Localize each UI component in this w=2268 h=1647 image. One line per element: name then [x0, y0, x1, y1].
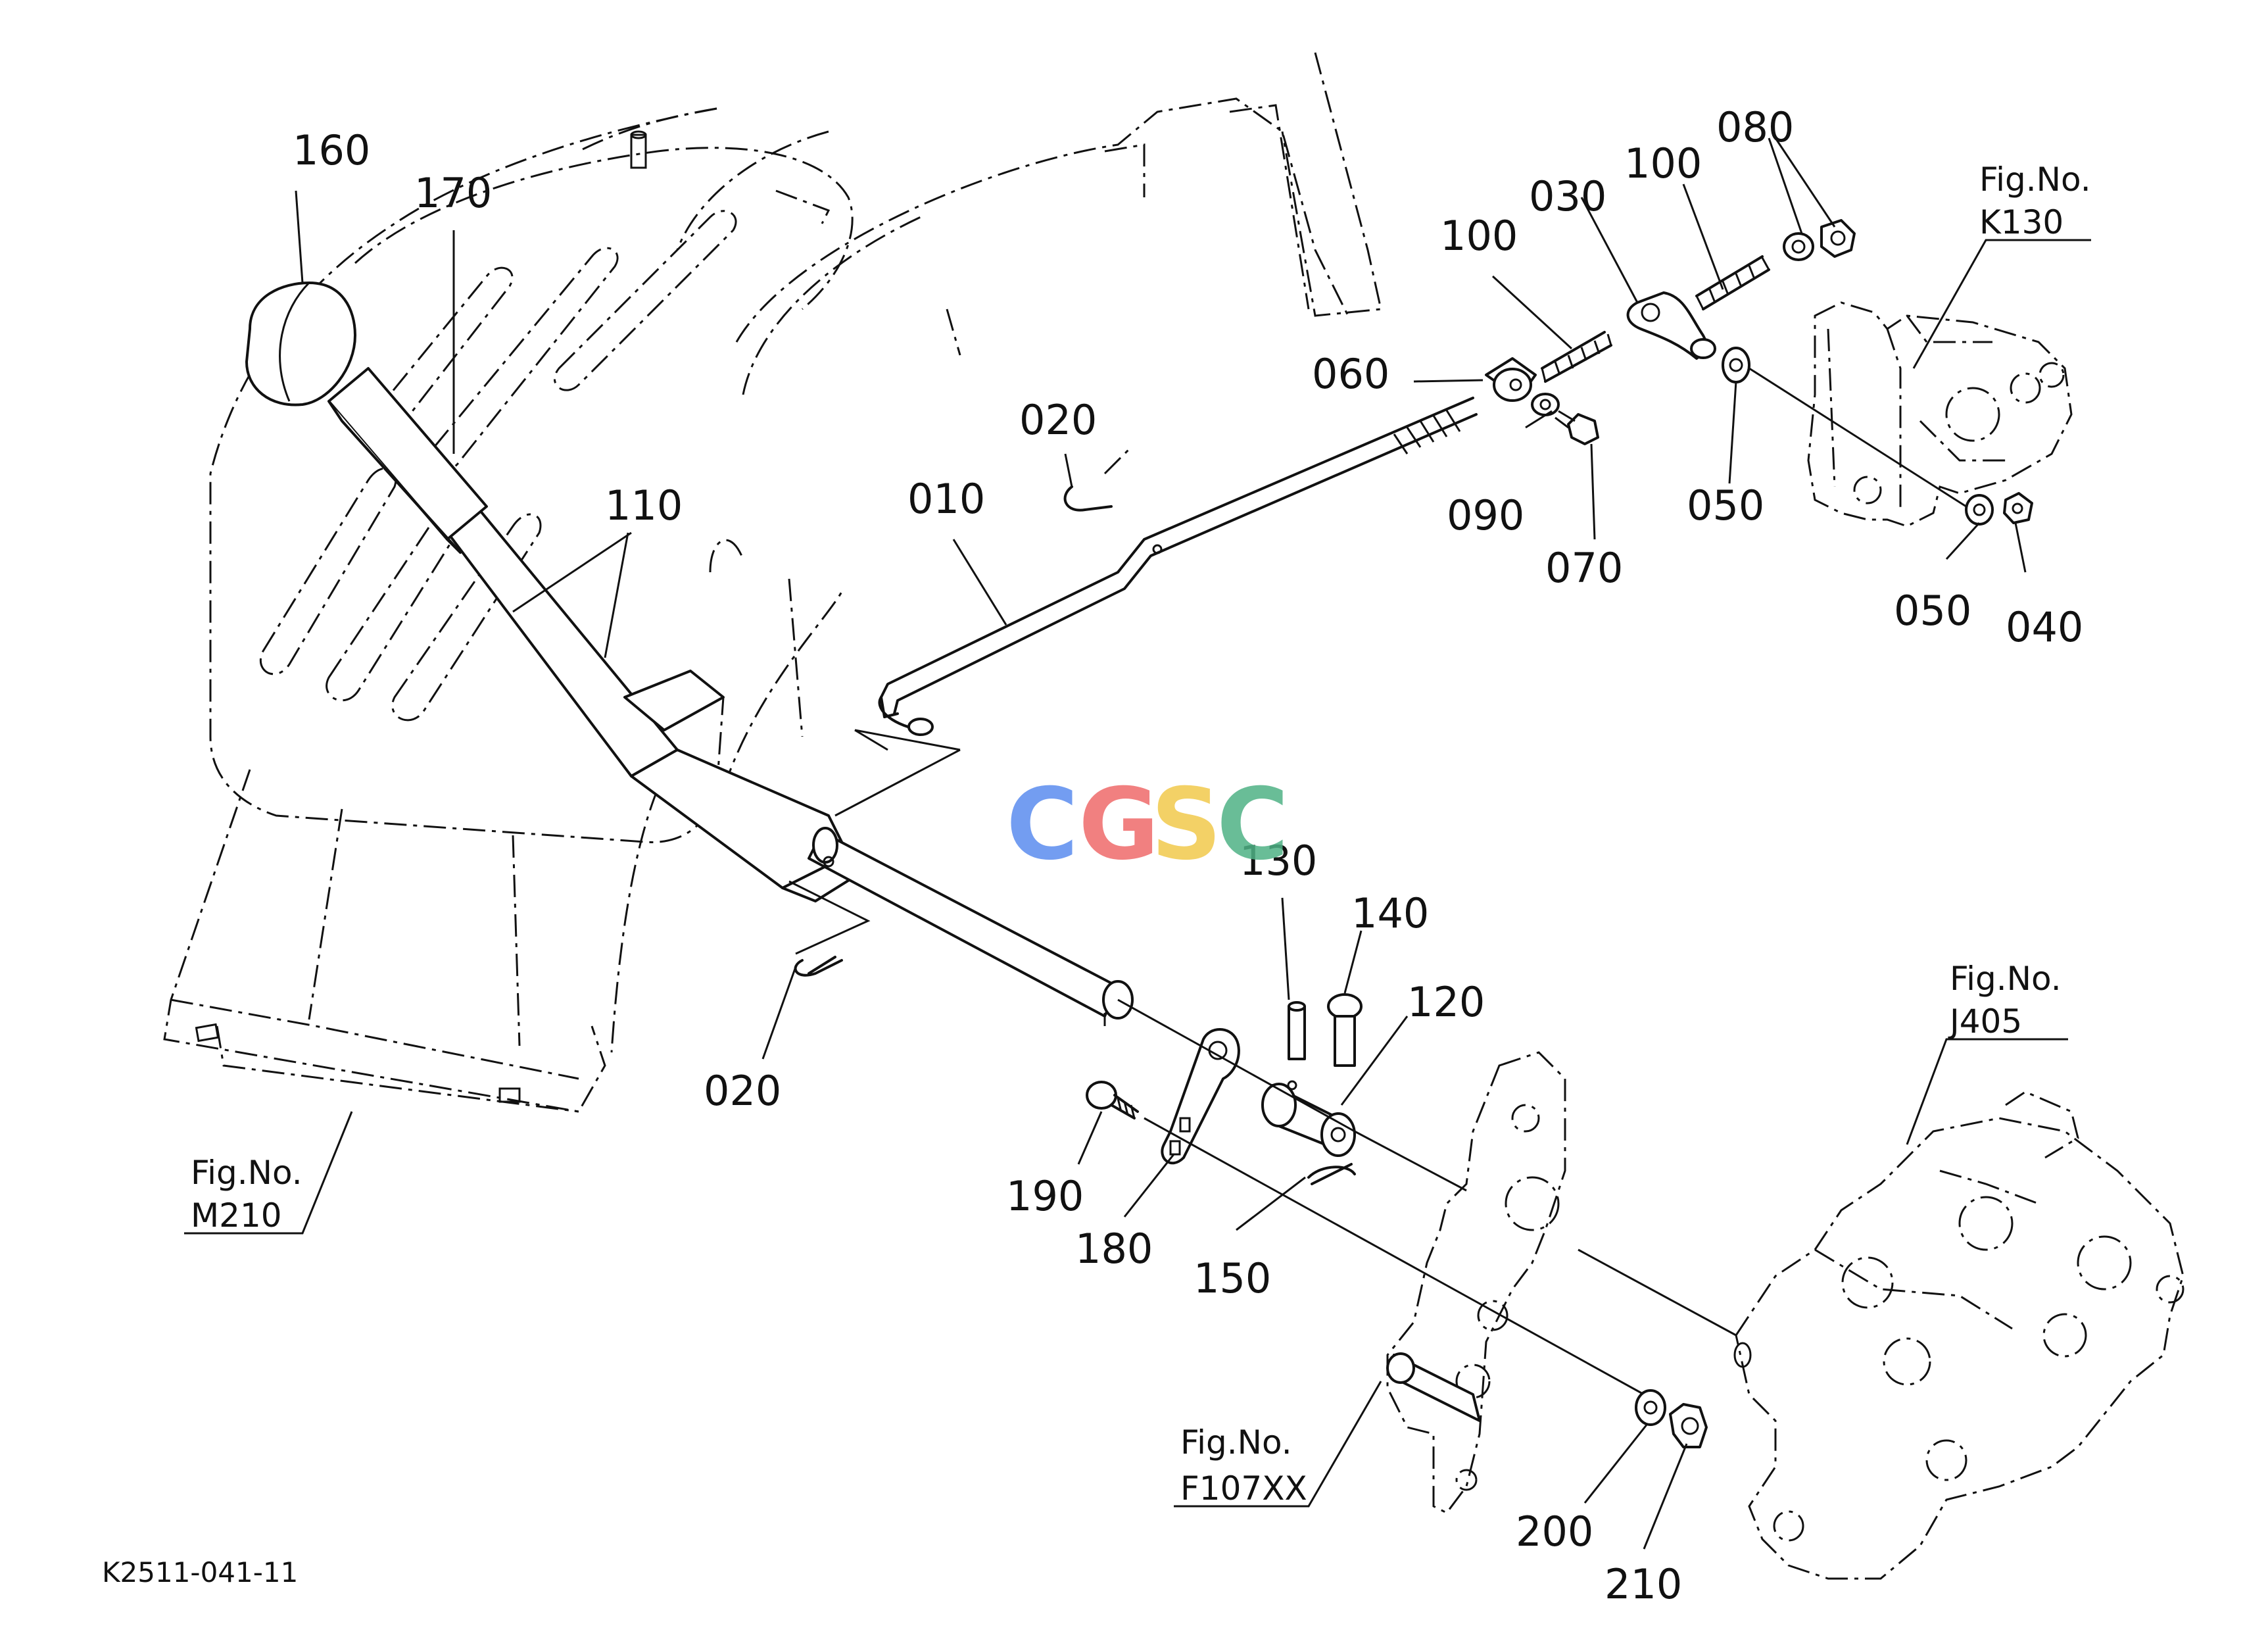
watermark-letter-3: S: [1151, 768, 1222, 882]
lever-shaft: [808, 827, 1134, 1020]
label-120: 120: [1407, 978, 1485, 1026]
label-050-lower: 050: [1894, 587, 1971, 635]
label-040: 040: [2006, 603, 2083, 651]
label-170: 170: [414, 169, 492, 217]
leader-lines: [184, 137, 2091, 1550]
fig-f107xx-line2: F107XX: [1180, 1469, 1307, 1508]
spring-assembly: [1485, 219, 2033, 526]
sleeve-170: [327, 367, 488, 554]
label-150: 150: [1194, 1254, 1271, 1302]
label-020-upper: 020: [1019, 396, 1097, 444]
grip-160: [245, 282, 356, 406]
fig-j405-line1: Fig.No.: [1950, 960, 2062, 998]
fig-m210-line1: Fig.No.: [191, 1154, 302, 1192]
label-180: 180: [1075, 1225, 1153, 1273]
valve-j405: [1733, 1091, 2184, 1580]
fig-k130-line1: Fig.No.: [1979, 160, 2091, 199]
label-080: 080: [1716, 103, 1794, 151]
label-140: 140: [1351, 889, 1429, 937]
label-100-left: 100: [1440, 212, 1518, 260]
washer-nut-200-210: [1635, 1389, 1708, 1448]
figure-references: Fig.No. K130 Fig.No. J405 Fig.No. M210 F…: [191, 160, 2091, 1508]
label-030: 030: [1529, 172, 1606, 220]
fig-m210-line2: M210: [191, 1196, 282, 1235]
label-050-upper: 050: [1687, 481, 1764, 529]
part-labels: 160 170 110 010 020 020 100 030 100 080 …: [293, 103, 2083, 1608]
upper-frame: [578, 52, 1382, 790]
label-130: 130: [1240, 837, 1317, 885]
label-100-right: 100: [1624, 139, 1702, 187]
label-190: 190: [1006, 1172, 1084, 1220]
bracket-k130: [1807, 301, 2073, 528]
watermark-letter-4: C: [1217, 768, 1289, 882]
fig-k130-line2: K130: [1979, 203, 2063, 241]
fig-j405-line2: J405: [1948, 1002, 2022, 1041]
label-110: 110: [605, 481, 683, 529]
drawing-code: K2511-041-11: [102, 1556, 298, 1588]
bracket-f107xx: [1386, 1051, 1566, 1514]
label-070: 070: [1545, 544, 1623, 592]
label-160: 160: [293, 126, 370, 174]
watermark-letter-2: G: [1078, 768, 1159, 882]
label-090: 090: [1447, 491, 1524, 539]
lower-linkage: [794, 485, 1363, 1185]
label-210: 210: [1604, 1560, 1682, 1608]
watermark-logo: C G S C: [1006, 768, 1289, 882]
fig-f107xx-line1: Fig.No.: [1180, 1423, 1292, 1462]
label-060: 060: [1312, 350, 1389, 398]
label-020-lower: 020: [704, 1067, 781, 1115]
label-010: 010: [907, 475, 985, 523]
axis-lines: [788, 729, 1737, 1396]
rod-010: [878, 397, 1478, 736]
watermark-letter-1: C: [1006, 768, 1078, 882]
label-200: 200: [1516, 1508, 1593, 1556]
